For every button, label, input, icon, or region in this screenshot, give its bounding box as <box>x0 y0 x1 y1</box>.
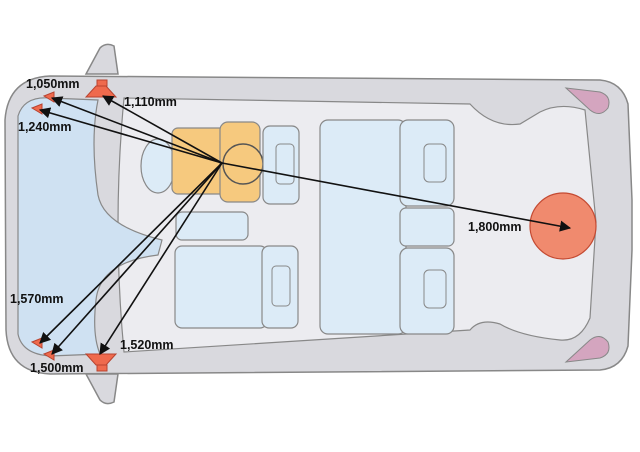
rear-seat-back-middle <box>399 207 455 247</box>
distance-arrows <box>38 95 572 355</box>
arrow-1050 <box>50 96 223 164</box>
rear-seat-cushion <box>319 119 407 335</box>
label-1800: 1,800mm <box>468 220 522 234</box>
headrest-detail <box>275 143 295 185</box>
speaker-front-top-mount <box>96 79 108 87</box>
arrow-1800 <box>221 162 572 232</box>
label-1570: 1,570mm <box>10 292 64 306</box>
arrow-1110 <box>102 95 223 164</box>
rear-headrest-top <box>423 143 447 183</box>
windshield <box>17 97 163 357</box>
label-1110: 1,110mm <box>124 95 177 109</box>
arrow-1240 <box>38 107 223 164</box>
arrow-1520 <box>99 162 223 355</box>
label-1050: 1,050mm <box>26 77 80 91</box>
left-mirror <box>84 43 119 75</box>
speaker-front-bottom-mount <box>96 364 108 372</box>
label-1520: 1,520mm <box>120 338 174 352</box>
passenger-seat-cushion <box>174 245 268 329</box>
label-1500: 1,500mm <box>30 361 84 375</box>
rear-headrest-bottom <box>423 269 447 309</box>
arrow-1500 <box>51 162 223 355</box>
center-console <box>175 211 249 241</box>
label-1240: 1,240mm <box>18 120 72 134</box>
rear-lamp-bottom <box>564 336 610 363</box>
arrow-1570 <box>39 162 223 344</box>
rear-lamp-top <box>564 87 610 114</box>
right-mirror <box>84 373 119 405</box>
passenger-headrest <box>271 265 291 307</box>
